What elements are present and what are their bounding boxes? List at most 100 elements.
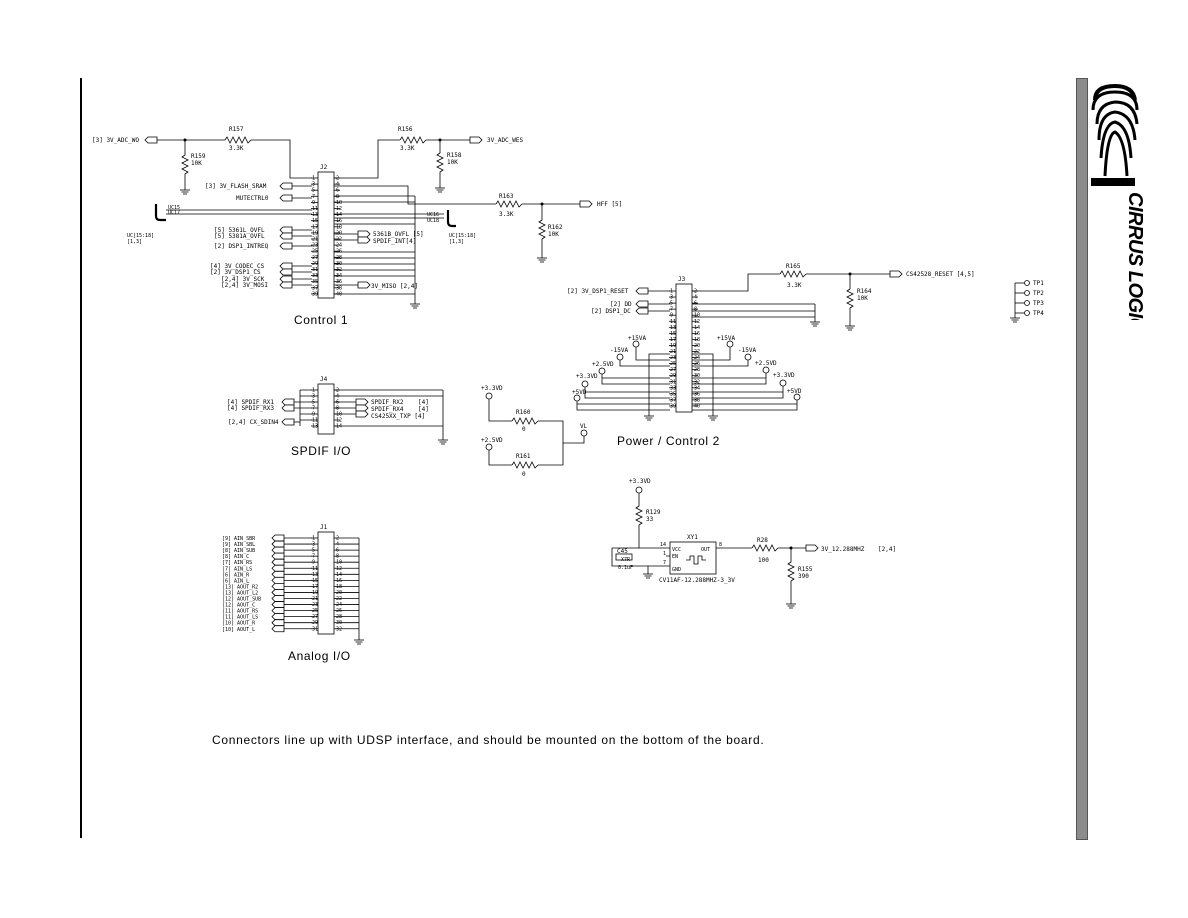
analog-port — [271, 540, 285, 548]
testpoint-icon — [1024, 290, 1030, 296]
pin-number: 32 — [694, 379, 700, 385]
pin-number: 14 — [694, 325, 700, 331]
r157-ref: R157 — [229, 126, 244, 133]
spdif-rx3-label: [4] SPDIF_RX3 — [227, 405, 274, 412]
txp-label: CS425XX_TXP [4] — [371, 413, 425, 420]
pin-number: 38 — [694, 397, 700, 403]
hff-label: HFF [5] — [597, 201, 622, 208]
pin-number: 31 — [312, 267, 318, 273]
bus-right-label: UC[15:18] — [449, 233, 476, 239]
pin-number: 3 — [312, 182, 315, 188]
p5-label: +5VD — [572, 389, 587, 396]
pin-number: 35 — [312, 279, 318, 285]
spdif-title: SPDIF I/O — [291, 444, 351, 458]
pin-number: 20 — [336, 230, 342, 236]
dsp-dc-label: [2] DSP1_DC — [591, 308, 631, 315]
pin-number: 28 — [336, 614, 342, 620]
pin-number: 24 — [336, 243, 342, 249]
pin-number: 5 — [312, 188, 315, 194]
pin-number: 26 — [694, 361, 700, 367]
analog-signal-label: [11] AOUT_LS — [222, 615, 258, 621]
p33-label: +3.3VD — [576, 373, 598, 380]
xy1-pin1: 1 — [663, 551, 666, 557]
c45-capacitor — [615, 553, 633, 561]
analog-port — [271, 583, 285, 590]
spdif-int-label: SPDIF_INT[4] — [373, 238, 416, 245]
pin-number: 9 — [312, 412, 315, 418]
j3-pin-numbers: 1357911131517192123252729313335373924681… — [669, 289, 700, 409]
analog-signal-label: [7] AIN_RS — [222, 560, 252, 566]
pin-number: 10 — [336, 200, 342, 206]
mosi-label: [2,4] 3V_MOSI — [221, 282, 268, 289]
pin-number: 5 — [312, 548, 315, 554]
r162-ref: R162 — [548, 224, 563, 231]
analog-port — [271, 552, 285, 560]
m15a-r-label: -15VA — [738, 347, 756, 354]
analog-port — [271, 619, 285, 627]
pin-number: 17 — [312, 224, 318, 230]
analog-port — [271, 625, 285, 633]
pin-number: 7 — [670, 307, 673, 313]
r160-ref: R160 — [516, 409, 531, 416]
r165-resistor — [779, 270, 807, 278]
analog-signal-label: [13] AOUT_R2 — [222, 584, 258, 590]
adc-wo-port — [144, 136, 158, 144]
adc-wes-port — [469, 136, 483, 144]
pin-number: 3 — [312, 542, 315, 548]
spdif-rx4-ref: [4] — [418, 406, 429, 413]
pin-number: 23 — [312, 243, 318, 249]
clock-wave-icon — [686, 555, 706, 565]
pin-number: 40 — [694, 403, 700, 409]
bus-left-ref: [1,3] — [127, 239, 142, 245]
pin-number: 1 — [312, 536, 315, 542]
spdif-rx1-label: [4] SPDIF_RX1 — [227, 399, 274, 406]
xy1-vcc: VCC — [672, 547, 681, 553]
r161-ref: R161 — [516, 453, 531, 460]
pin-number: 36 — [336, 279, 342, 285]
j4-ref: J4 — [320, 376, 328, 383]
r162-value: 10K — [548, 231, 559, 238]
pin-number: 31 — [670, 379, 676, 385]
dd-label: [2] DD — [610, 301, 632, 308]
pin-number: 22 — [336, 596, 342, 602]
dsp-cs-label: [2] 3V_DSP1_CS — [210, 269, 261, 276]
pin-number: 6 — [336, 188, 339, 194]
pin-number: 25 — [670, 361, 676, 367]
pin-number: 21 — [312, 596, 318, 602]
uc18-label: UC18 — [427, 218, 439, 224]
analog-signal-label: [8] AIN_SUB — [222, 548, 255, 554]
pin-number: 32 — [336, 626, 342, 632]
ovfl2-label: [5] 5381A_OVFL — [214, 233, 265, 240]
analog-title: Analog I/O — [288, 649, 351, 663]
pin-number: 36 — [694, 391, 700, 397]
pin-number: 11 — [312, 566, 318, 572]
analog-port — [271, 570, 285, 578]
pin-number: 17 — [670, 337, 676, 343]
pin-number: 11 — [312, 206, 318, 212]
pin-number: 19 — [312, 230, 318, 236]
bus-left-label: UC[15:18] — [127, 233, 154, 239]
xy1-gnd: GND — [672, 567, 681, 573]
analog-port — [271, 576, 285, 584]
pin-number: 27 — [312, 255, 318, 261]
pin-number: 33 — [312, 273, 318, 279]
r28-ref: R28 — [757, 537, 768, 544]
analog-port — [271, 589, 285, 596]
pin-number: 19 — [312, 590, 318, 596]
codec-cs-label: [4] 3V_CODEC_CS — [210, 263, 265, 270]
pin-number: 39 — [670, 403, 676, 409]
pin-number: 2 — [336, 176, 339, 182]
analog-signal-label: [10] AOUT_R — [222, 621, 256, 627]
c45-type: X7R — [621, 557, 631, 563]
pin-number: 8 — [694, 307, 697, 313]
xy1-out: OUT — [701, 547, 710, 553]
pin-number: 12 — [336, 206, 342, 212]
ovfl1-label: [5] 5361L_OVFL — [214, 227, 265, 234]
r163-ref: R163 — [499, 193, 514, 200]
pin-number: 21 — [670, 349, 676, 355]
j3-ref: J3 — [678, 276, 686, 283]
pin-number: 4 — [336, 182, 339, 188]
pin-number: 16 — [336, 218, 342, 224]
pin-number: 24 — [336, 602, 342, 608]
